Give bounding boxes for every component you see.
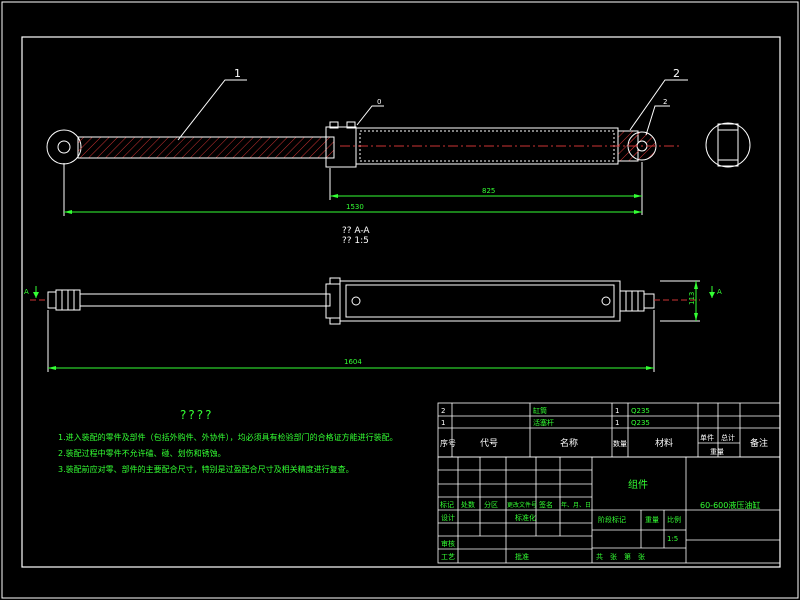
label-change-doc: 更改文件号 xyxy=(507,501,537,509)
balloon-0: 0 xyxy=(377,98,381,106)
technical-notes: 1.进入装配的零件及部件（包括外购件、外协件），均必须具有检验部门的合格证方能进… xyxy=(58,430,398,478)
label-mark: 标记 xyxy=(440,500,454,509)
assembly-name: 组件 xyxy=(628,478,648,491)
scale-value: 1:5 xyxy=(667,535,678,543)
label-design: 设计 xyxy=(441,513,455,522)
elevation-view: A A 113 1604 xyxy=(24,277,722,372)
inner-frame xyxy=(21,36,781,568)
bom-header-material: 材料 xyxy=(655,437,673,449)
title-block-text: 组件 60-600液压油缸 标记 处数 分区 更改文件号 签名 年、月、日 设计… xyxy=(440,478,760,561)
label-weight: 重量 xyxy=(645,516,659,524)
rod-end-fitting xyxy=(47,291,57,309)
label-stage-mark: 阶段标记 xyxy=(598,515,626,524)
label-sign: 签名 xyxy=(539,500,553,509)
balloon-2: 2 xyxy=(673,67,680,80)
bom-row2-material: Q235 xyxy=(631,407,650,415)
label-process: 工艺 xyxy=(441,553,455,561)
section-label-scale: ?? 1:5 xyxy=(342,236,369,246)
leader-2 xyxy=(629,79,688,131)
section-mark-a-right: A xyxy=(717,288,722,296)
bom-row2-no: 2 xyxy=(441,407,445,415)
drawing-title: 60-600液压油缸 xyxy=(700,500,760,510)
bom-header-code: 代号 xyxy=(480,438,498,449)
note-line-2: 2.装配过程中零件不允许磕、碰、划伤和锈蚀。 xyxy=(58,449,226,458)
bom-row1-material: Q235 xyxy=(631,419,650,427)
bom-row1-no: 1 xyxy=(441,419,445,427)
label-approve: 批准 xyxy=(515,552,529,561)
barrel-elevation xyxy=(339,280,621,322)
dim-1604: 1604 xyxy=(344,358,362,366)
note-line-1: 1.进入装配的零件及部件（包括外购件、外协件），均必须具有检验部门的合格证方能进… xyxy=(58,433,398,442)
bom-row2-name: 缸筒 xyxy=(533,406,547,415)
bom-header-total: 总计 xyxy=(721,433,735,442)
label-count: 处数 xyxy=(461,500,475,509)
note-line-3: 3.装配前应对零、部件的主要配合尺寸，特别是过盈配合尺寸及相关精度进行复查。 xyxy=(58,465,354,474)
bom-header-weight: 重量 xyxy=(710,448,724,456)
rod-eye-left xyxy=(46,129,82,165)
bom-header-qty: 数量 xyxy=(613,439,627,448)
label-standardize: 标准化 xyxy=(515,513,536,522)
label-review: 审核 xyxy=(441,539,455,548)
dim-1530: 1530 xyxy=(346,203,364,211)
end-view xyxy=(705,122,751,168)
label-scale: 比例 xyxy=(667,515,681,524)
bom-header-no: 序号 xyxy=(440,438,456,448)
bom-header-note: 备注 xyxy=(750,437,768,449)
dim-825: 825 xyxy=(482,187,495,195)
notes-title: ???? xyxy=(180,408,214,422)
balloon-2b: 2 xyxy=(663,98,667,106)
dim-113: 113 xyxy=(688,292,696,305)
piston-rod-hatched xyxy=(77,136,335,159)
bom-table: 2 缸筒 1 Q235 1 活塞杆 1 Q235 序号 代号 名称 数量 材料 … xyxy=(440,406,768,456)
bom-row2-qty: 1 xyxy=(615,407,619,415)
bom-header-name: 名称 xyxy=(560,437,578,449)
label-date: 年、月、日 xyxy=(561,501,591,509)
balloon-1: 1 xyxy=(234,67,241,80)
section-view: 1 2 0 2 825 1530 ?? A-A ?? 1:5 xyxy=(46,67,688,246)
label-sheets: 共 张 第 张 xyxy=(596,552,645,561)
bom-row1-qty: 1 xyxy=(615,419,619,427)
leader-1 xyxy=(177,79,247,141)
piston-rod xyxy=(79,293,331,307)
title-block xyxy=(437,402,781,564)
section-mark-a-left: A xyxy=(24,288,29,296)
bom-header-unit: 单件 xyxy=(700,433,714,442)
section-label-aa: ?? A-A xyxy=(342,226,370,236)
label-zone: 分区 xyxy=(484,500,498,509)
bom-row1-name: 活塞杆 xyxy=(533,418,554,427)
